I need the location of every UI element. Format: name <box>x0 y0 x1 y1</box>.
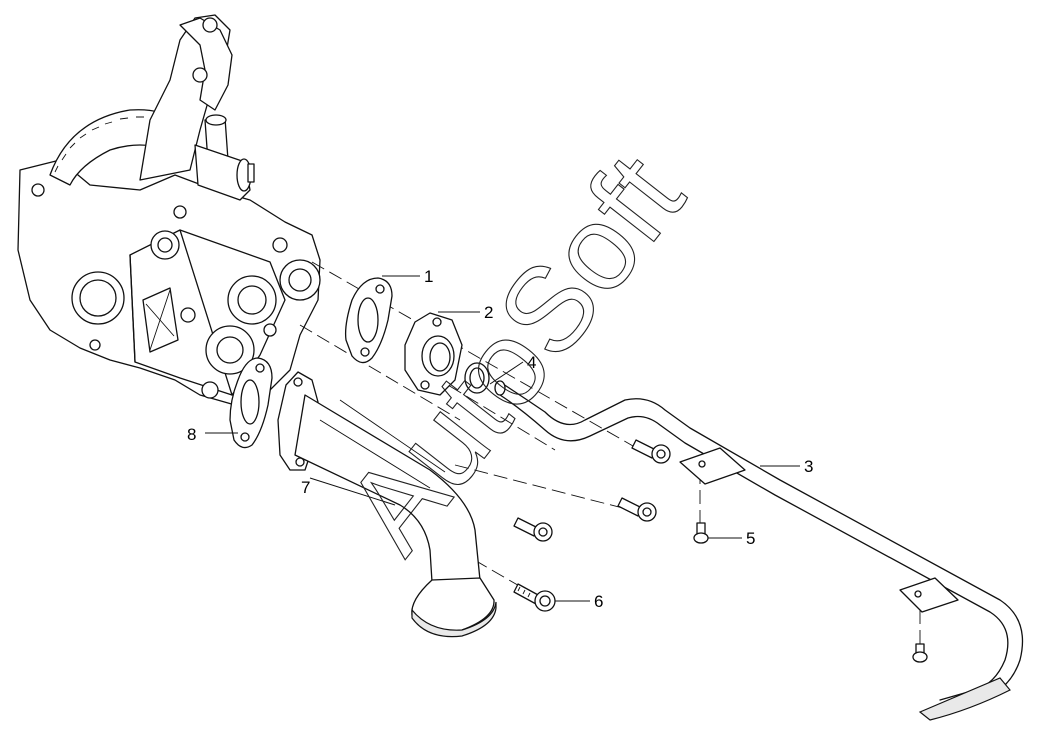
part-6-bolts <box>513 439 671 612</box>
callout-2: 2 <box>484 303 493 322</box>
callout-1: 1 <box>424 267 433 286</box>
part-2-flange <box>404 312 463 396</box>
part-4-o-ring <box>464 362 490 394</box>
oil-pump-assembly <box>17 14 321 406</box>
part-1-gasket <box>344 277 393 364</box>
callout-3: 3 <box>804 457 813 476</box>
part-8-gasket <box>229 357 273 449</box>
leader-lines <box>205 275 800 602</box>
callout-labels: 1 2 3 4 5 6 7 8 <box>187 267 813 611</box>
bolt-c <box>617 497 657 522</box>
callout-5: 5 <box>746 529 755 548</box>
callout-6: 6 <box>594 592 603 611</box>
bolt-a <box>513 583 556 612</box>
callout-4: 4 <box>527 353 536 372</box>
bolt-d <box>631 439 671 464</box>
part-3-suction-tube <box>494 380 1024 721</box>
part-5-bolt <box>693 522 928 663</box>
bolt-b <box>513 517 553 542</box>
callout-7: 7 <box>301 478 310 497</box>
callout-8: 8 <box>187 425 196 444</box>
part-7-pickup-tube <box>277 371 497 638</box>
